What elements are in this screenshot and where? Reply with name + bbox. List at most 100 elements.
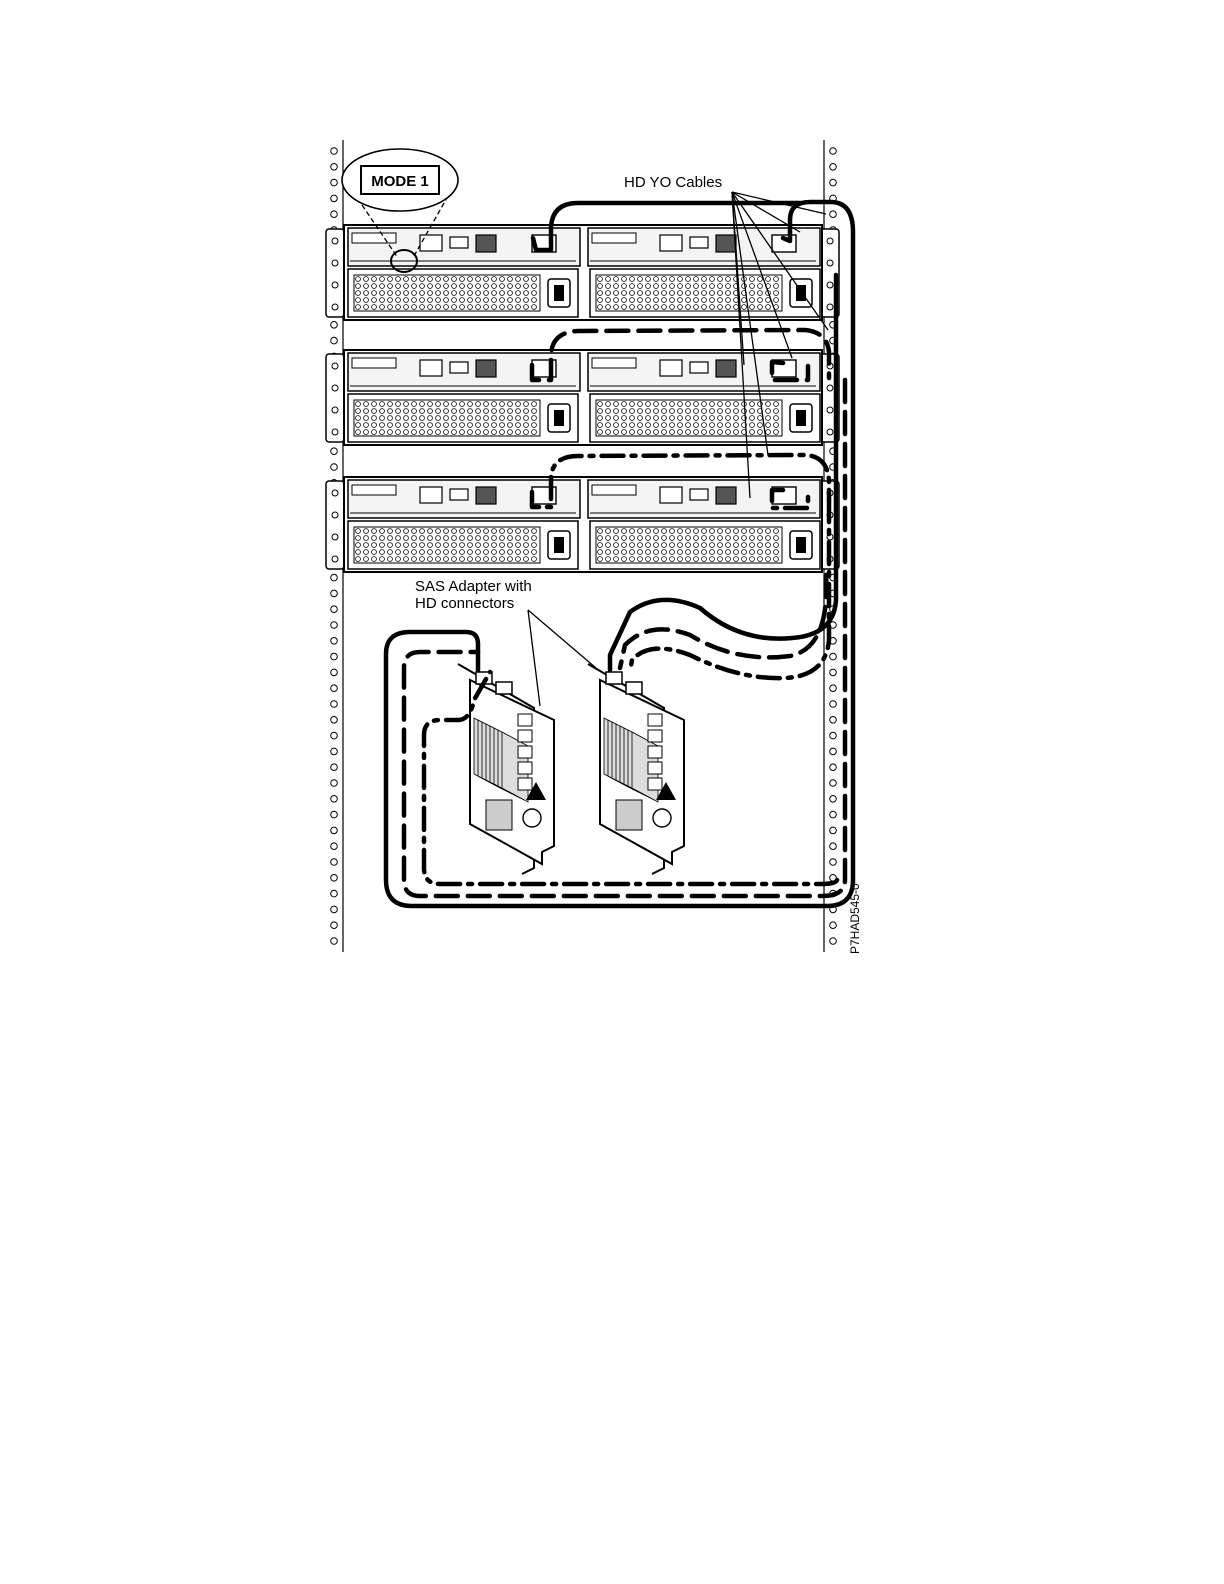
memory-chip <box>518 762 532 774</box>
rail-hole <box>331 906 338 913</box>
lower-heatsink <box>486 800 512 830</box>
esm-port <box>660 360 682 376</box>
rail-hole <box>830 211 837 218</box>
rail-hole <box>830 653 837 660</box>
memory-chip <box>518 778 532 790</box>
battery-cell <box>523 809 541 827</box>
power-supply <box>590 394 820 442</box>
rail-hole <box>331 179 338 186</box>
rail-hole <box>830 179 837 186</box>
rail-hole <box>830 748 837 755</box>
drawer-bottom <box>326 477 839 572</box>
esm-label-plate <box>592 358 636 368</box>
rail-hole <box>331 938 338 945</box>
rail-hole <box>331 811 338 818</box>
esm-label-plate <box>352 233 396 243</box>
power-supply <box>590 521 820 569</box>
cable-solid-sweep <box>610 275 836 670</box>
esm-module <box>588 228 820 266</box>
memory-chip <box>648 730 662 742</box>
rail-hole <box>331 827 338 834</box>
rail-hole <box>830 827 837 834</box>
ethernet-port <box>476 360 496 377</box>
esm-module <box>348 353 580 391</box>
figure-id: P7HAD545-0 <box>848 883 862 954</box>
esm-module <box>348 228 580 266</box>
esm-port <box>420 235 442 251</box>
rail-hole <box>331 748 338 755</box>
esm-port <box>660 487 682 503</box>
esm-port <box>660 235 682 251</box>
esm-module <box>588 353 820 391</box>
ethernet-port <box>716 487 736 504</box>
hd-connector <box>606 672 622 684</box>
esm-label-plate <box>352 485 396 495</box>
power-inlet-socket <box>796 537 806 553</box>
rail-hole <box>331 464 338 471</box>
serial-port <box>450 489 468 500</box>
rail-hole <box>331 337 338 344</box>
power-inlet-socket <box>796 285 806 301</box>
rail-hole <box>830 922 837 929</box>
ethernet-port <box>476 235 496 252</box>
serial-port <box>690 237 708 248</box>
rail-hole <box>331 701 338 708</box>
serial-port <box>450 237 468 248</box>
rail-hole <box>331 732 338 739</box>
esm-port <box>420 487 442 503</box>
rail-hole <box>331 606 338 613</box>
ethernet-port <box>716 360 736 377</box>
rail-hole <box>830 717 837 724</box>
rail-hole <box>331 211 338 218</box>
memory-chip <box>518 746 532 758</box>
power-inlet-socket <box>554 285 564 301</box>
esm-module <box>588 480 820 518</box>
esm-port <box>420 360 442 376</box>
rail-hole <box>331 875 338 882</box>
rail-hole <box>830 780 837 787</box>
esm-label-plate <box>352 358 396 368</box>
rail-hole <box>331 590 338 597</box>
rail-hole <box>830 701 837 708</box>
battery-cell <box>653 809 671 827</box>
cable-dashed-lower-loop <box>620 575 826 668</box>
ethernet-port <box>476 487 496 504</box>
rail-hole <box>830 843 837 850</box>
rail-hole <box>331 717 338 724</box>
rail-hole <box>331 669 338 676</box>
rail-hole <box>830 148 837 155</box>
rail-hole <box>331 148 338 155</box>
rail-hole <box>830 164 837 171</box>
memory-chip <box>518 730 532 742</box>
memory-chip <box>648 778 662 790</box>
esm-module <box>348 480 580 518</box>
power-supply <box>348 269 578 317</box>
serial-port <box>690 362 708 373</box>
rail-hole <box>331 780 338 787</box>
rail-hole <box>830 811 837 818</box>
power-supply <box>590 269 820 317</box>
power-inlet-socket <box>796 410 806 426</box>
rail-hole <box>830 669 837 676</box>
hd-yo-cables-label: HD YO Cables <box>624 174 722 191</box>
memory-chip <box>648 714 662 726</box>
rail-hole <box>830 859 837 866</box>
power-inlet-socket <box>554 537 564 553</box>
callout-sas-right <box>528 610 596 668</box>
serial-port <box>450 362 468 373</box>
esm-label-plate <box>592 233 636 243</box>
sas-adapter-label-line2: HD connectors <box>415 595 514 612</box>
hd-connector <box>626 682 642 694</box>
rail-hole <box>830 796 837 803</box>
rail-hole <box>331 859 338 866</box>
power-supply <box>348 394 578 442</box>
rail-hole <box>331 922 338 929</box>
hd-connector <box>496 682 512 694</box>
memory-chip <box>518 714 532 726</box>
sas-adapters <box>458 664 684 874</box>
rail-hole <box>331 890 338 897</box>
rail-hole <box>331 638 338 645</box>
sas-adapter-label-line1: SAS Adapter with <box>415 578 532 595</box>
rail-hole <box>830 938 837 945</box>
